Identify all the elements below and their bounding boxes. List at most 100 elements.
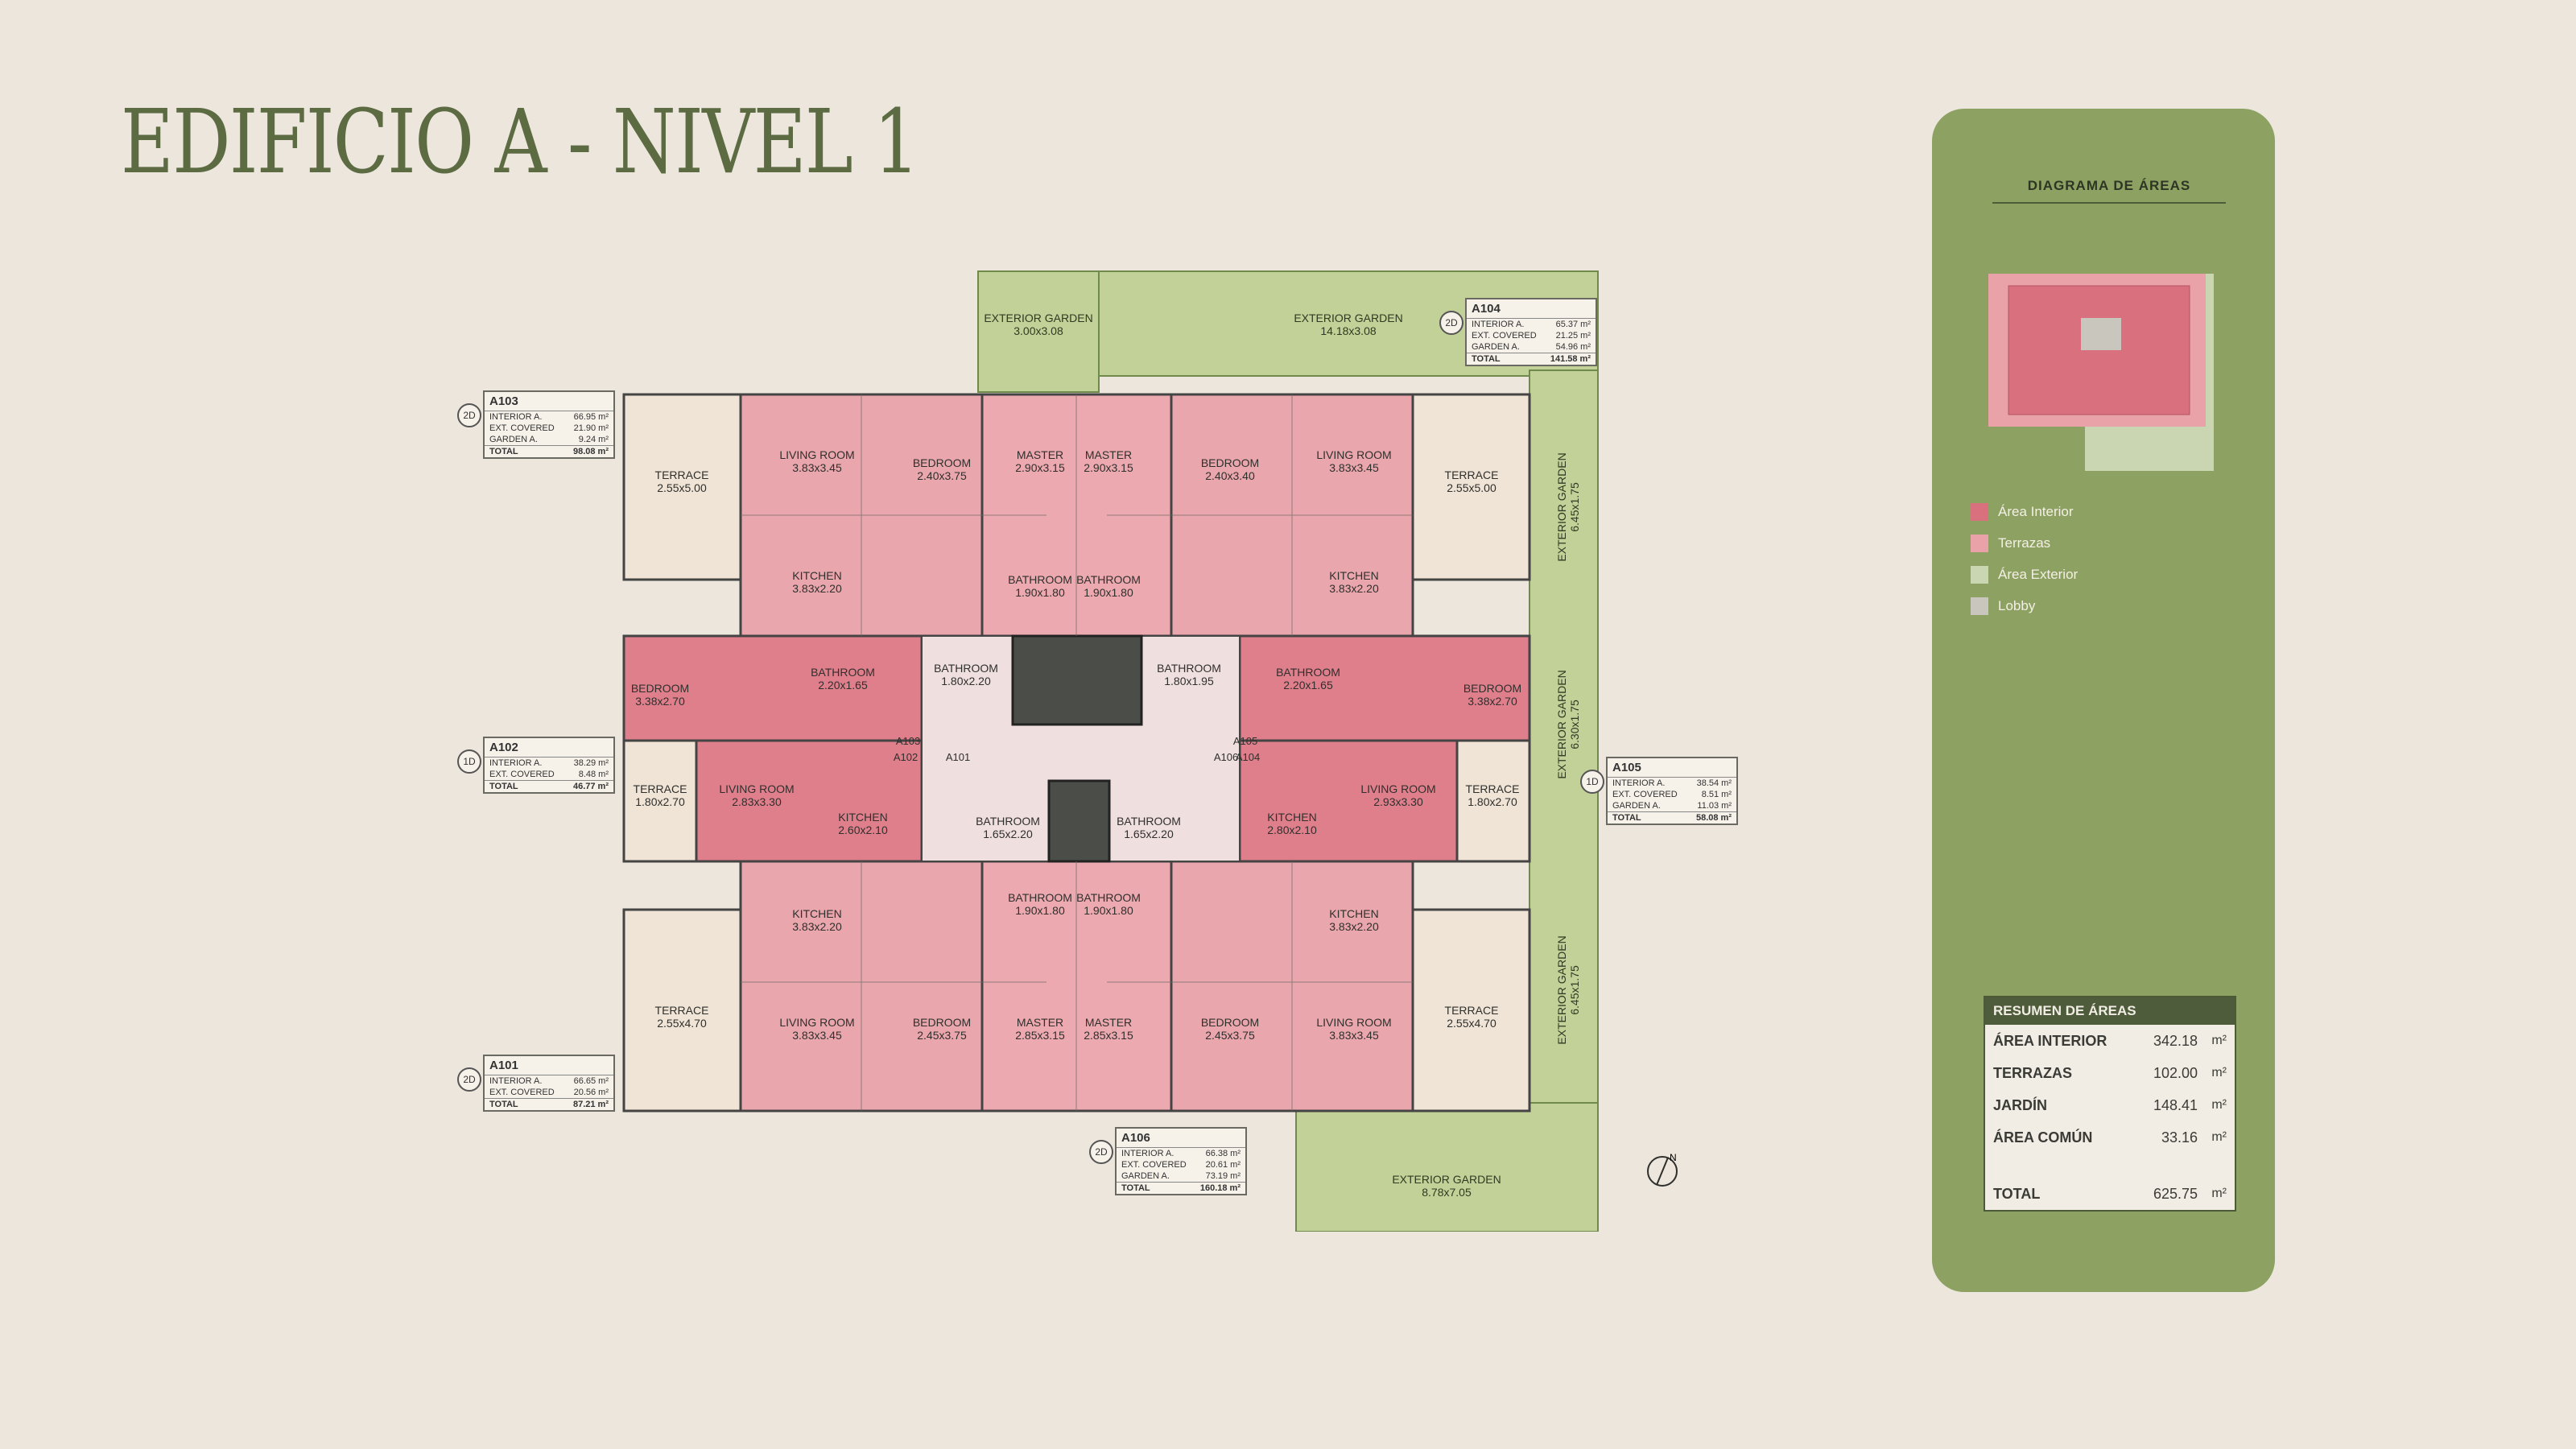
bedroom-count-badge: 2D — [1089, 1140, 1113, 1164]
area-value: 21.90 m² — [573, 423, 609, 433]
area-label: EXT. COVERED — [489, 423, 555, 433]
legend-item: Lobby — [1971, 597, 2078, 615]
area-value: 54.96 m² — [1555, 342, 1591, 352]
area-value: 8.48 m² — [578, 770, 609, 779]
door-tag: A104 — [1236, 751, 1260, 763]
legend-label: Lobby — [1998, 598, 2036, 613]
garden-size: 3.00x3.08 — [1013, 324, 1063, 337]
unit-id: A102 — [485, 738, 613, 758]
room-name: LIVING ROOM — [719, 782, 794, 795]
page-title: EDIFICIO A - NIVEL 1 — [121, 90, 920, 193]
room-name: KITCHEN — [792, 569, 841, 582]
room-size: 3.38x2.70 — [635, 695, 685, 708]
room-name: BATHROOM — [1157, 662, 1221, 675]
area-label: EXT. COVERED — [1121, 1160, 1187, 1170]
room-name: MASTER — [1017, 1016, 1063, 1029]
area-label: TOTAL — [489, 1100, 518, 1109]
garden-size: 8.78x7.05 — [1422, 1186, 1472, 1199]
building — [622, 393, 1531, 1113]
room-size: 2.20x1.65 — [818, 679, 868, 691]
area-value: 11.03 m² — [1697, 801, 1732, 811]
area-label: EXT. COVERED — [1612, 790, 1678, 799]
room-name: BEDROOM — [1201, 456, 1259, 469]
north-arrow: N — [1642, 1151, 1682, 1195]
garden-name: EXTERIOR GARDEN — [1294, 312, 1402, 324]
garden-size: 6.45x1.75 — [1568, 965, 1581, 1015]
room-size: 2.60x2.10 — [838, 824, 888, 836]
area-label: GARDEN A. — [1612, 801, 1661, 811]
unit-area-row: GARDEN A. 11.03 m² — [1608, 800, 1736, 811]
area-label: INTERIOR A. — [489, 1076, 543, 1086]
room-name: TERRACE — [655, 1004, 709, 1017]
room-name: KITCHEN — [1267, 811, 1316, 824]
area-label: TOTAL — [489, 782, 518, 791]
room-name: LIVING ROOM — [1360, 782, 1435, 795]
room-size: 2.93x3.30 — [1373, 795, 1423, 808]
area-diagram — [1988, 274, 2214, 471]
room-name: TERRACE — [1445, 1004, 1499, 1017]
unit-area-row: GARDEN A.54.96 m² — [1467, 341, 1596, 353]
summary-label: ÁREA INTERIOR — [1993, 1032, 2107, 1049]
area-value: 8.51 m² — [1701, 790, 1732, 799]
terrace-e — [1455, 739, 1531, 863]
room-name: LIVING ROOM — [779, 448, 854, 461]
summary-label: JARDÍN — [1993, 1096, 2048, 1113]
unit-area-row: INTERIOR A.66.65 m² — [485, 1075, 613, 1087]
room-size: 1.90x1.80 — [1015, 586, 1065, 599]
door-tag: A106 — [1214, 751, 1238, 763]
legend-swatch — [1971, 566, 1988, 584]
area-label: EXT. COVERED — [489, 1088, 555, 1097]
bedroom-count-badge: 1D — [1580, 770, 1604, 794]
diagram-title: DIAGRAMA DE ÁREAS — [1992, 178, 2226, 204]
room-name: BATHROOM — [1076, 573, 1141, 586]
north-arrow-icon: N — [1647, 1152, 1678, 1187]
room-name: BATHROOM — [1008, 891, 1072, 904]
room-name: BATHROOM — [1076, 891, 1141, 904]
unit-area-row: INTERIOR A.66.38 m² — [1117, 1148, 1245, 1159]
room-name: LIVING ROOM — [1316, 1016, 1391, 1029]
area-label: INTERIOR A. — [489, 412, 543, 422]
legend-label: Área Exterior — [1998, 567, 2079, 582]
bedroom-count-badge: 2D — [457, 1067, 481, 1092]
room-name: KITCHEN — [1329, 569, 1378, 582]
garden-name: EXTERIOR GARDEN — [1555, 935, 1568, 1044]
summary-value: 102.00 — [2153, 1064, 2198, 1081]
room-size: 3.83x3.45 — [1329, 461, 1379, 474]
room-size: 2.55x5.00 — [657, 481, 707, 494]
area-label: INTERIOR A. — [1472, 320, 1525, 329]
room-name: BEDROOM — [631, 682, 689, 695]
garden-name: EXTERIOR GARDEN — [1392, 1173, 1501, 1186]
garden-name: EXTERIOR GARDEN — [1555, 670, 1568, 778]
room-name: MASTER — [1017, 448, 1063, 461]
area-value: 46.77 m² — [572, 782, 609, 791]
room-size: 2.45x3.75 — [917, 1029, 967, 1042]
terrace-sw — [622, 908, 742, 1113]
area-value: 73.19 m² — [1205, 1171, 1241, 1181]
room-name: BEDROOM — [913, 456, 971, 469]
legend-swatch — [1971, 597, 1988, 615]
summary-unit: m² — [2211, 1098, 2227, 1112]
room-name: MASTER — [1085, 448, 1132, 461]
unit-a102-living — [695, 739, 923, 863]
room-size: 2.45x3.75 — [1205, 1029, 1255, 1042]
area-label: TOTAL — [1472, 354, 1501, 364]
area-value: 38.54 m² — [1696, 778, 1732, 788]
legend-item: Área Exterior — [1971, 566, 2078, 584]
